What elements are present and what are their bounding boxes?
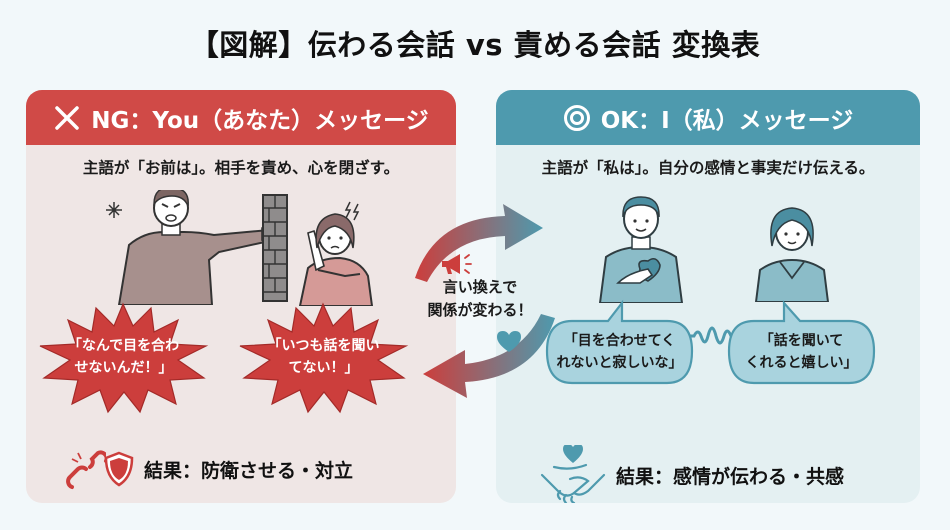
ng-result: 結果：防衛させる・対立 <box>26 445 456 493</box>
ok-header-label: OK：I（私）メッセージ <box>600 107 854 134</box>
broken-chain-icon <box>66 450 106 489</box>
angry-man-illustration <box>106 190 283 305</box>
megaphone-icon <box>442 254 472 274</box>
ng-subtitle: 主語が「お前は」。相手を責め、心を閉ざす。 <box>82 159 400 177</box>
center-caption: 言い換えで 関係が変わる！ <box>427 278 533 320</box>
ok-panel: OK：I（私）メッセージ 主語が「私は」。自分の感情と事実だけ伝える。 「目を合… <box>496 90 920 503</box>
speech-bubble-2: 「話を聞いて くれると嬉しい」 <box>724 300 879 385</box>
cross-icon <box>55 105 80 130</box>
heart-icon <box>497 331 521 352</box>
ng-header-label: NG：You（あなた）メッセージ <box>91 107 429 134</box>
ng-panel: NG：You（あなた）メッセージ 主語が「お前は」。相手を責め、心を閉ざす。 <box>26 90 456 503</box>
ok-panel-header: OK：I（私）メッセージ <box>496 90 920 145</box>
ok-subtitle: 主語が「私は」。自分の感情と事実だけ伝える。 <box>541 159 875 177</box>
speech-bubble-1: 「目を合わせてく れないと寂しいな」 <box>542 299 697 385</box>
ok-result-text: 結果：感情が伝わる・共感 <box>616 465 845 488</box>
shield-icon <box>104 451 134 487</box>
burst-text-1: 「なんで目を合わせないんだ！」 <box>67 337 180 376</box>
cycle-arrows-icon <box>415 204 555 398</box>
ok-result: 結果：感情が伝わる・共感 <box>496 445 920 503</box>
bubble-text-1: 「目を合わせてく れないと寂しいな」 <box>556 333 683 371</box>
bubble-shape <box>545 299 694 385</box>
defensive-woman-illustration <box>298 201 374 306</box>
burst-text-2: 「いつも話を聞いてない！」 <box>267 337 380 376</box>
double-circle-icon <box>563 104 590 131</box>
ng-result-text: 結果：防衛させる・対立 <box>144 459 354 482</box>
smiling-woman-illustration <box>754 207 830 302</box>
bubble-shape <box>727 300 876 385</box>
bubble-text-2: 「話を聞いて くれると嬉しい」 <box>745 333 858 371</box>
page-title: 【図解】伝わる会話 vs 責める会話 変換表 <box>189 28 761 62</box>
calm-man-illustration <box>598 196 684 303</box>
ng-panel-header: NG：You（あなた）メッセージ <box>26 90 456 145</box>
speech-burst-1: 「なんで目を合わせないんだ！」 <box>36 300 211 415</box>
handshake-heart-icon <box>540 445 606 503</box>
burst-shape <box>239 302 409 414</box>
burst-shape <box>39 302 209 414</box>
brick-wall-illustration <box>262 194 288 302</box>
speech-burst-2: 「いつも話を聞いてない！」 <box>236 300 411 415</box>
